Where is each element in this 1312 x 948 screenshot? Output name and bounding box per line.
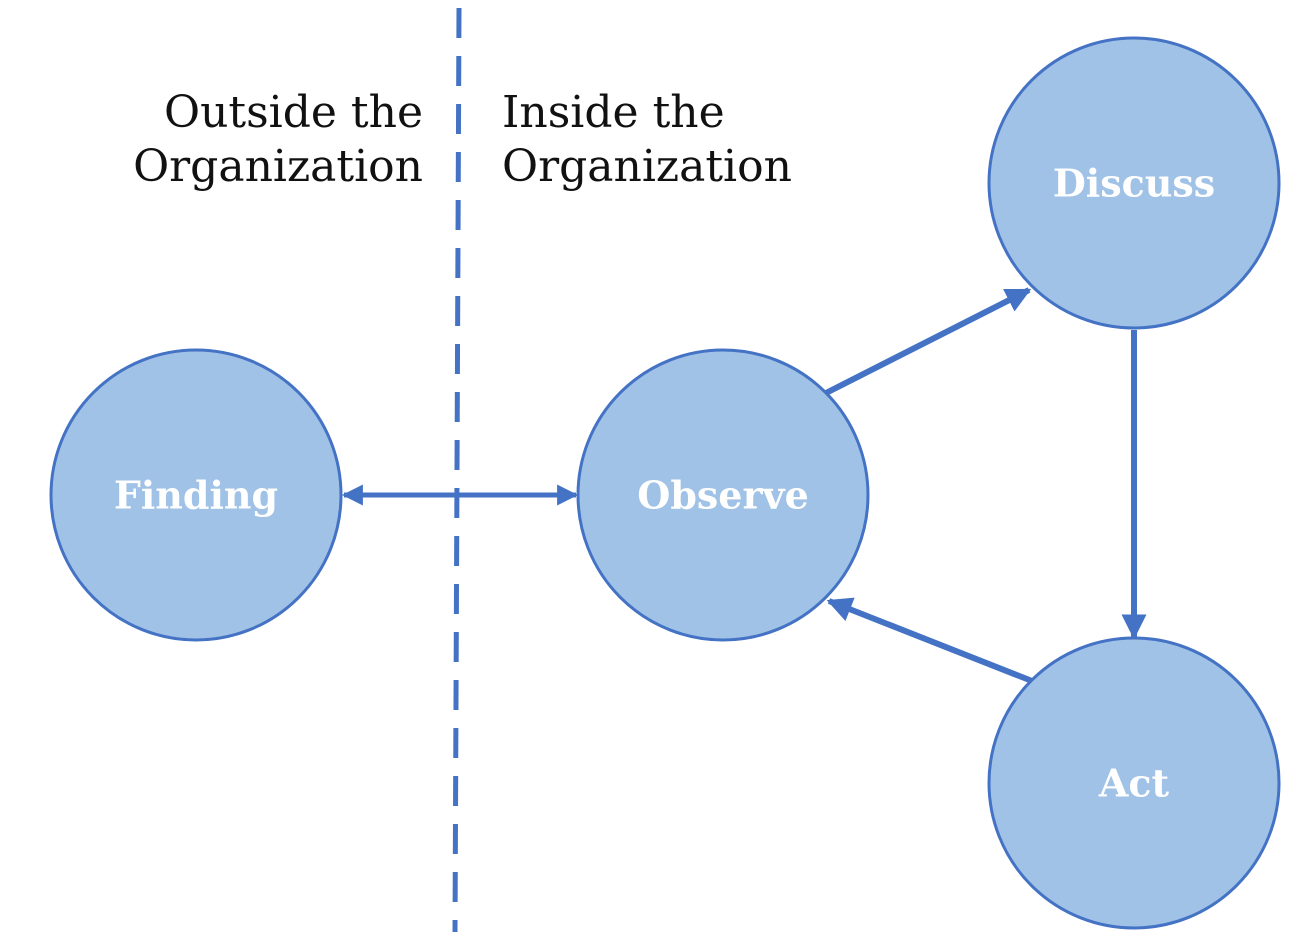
node-discuss: Discuss [987,36,1281,330]
node-finding: Finding [49,348,343,642]
outside-organization-label: Outside the Organization [133,86,423,194]
organization-boundary-divider [452,7,462,933]
node-finding-label: Finding [114,473,278,518]
edge-act-observe [826,597,1034,684]
node-observe: Observe [576,348,870,642]
inside-label-line1: Inside the [502,87,725,138]
node-act-label: Act [1098,761,1170,806]
inside-organization-label: Inside the Organization [502,86,792,194]
edge-observe-discuss [824,287,1032,396]
node-observe-label: Observe [637,473,809,518]
node-discuss-label: Discuss [1053,161,1215,206]
node-act: Act [987,636,1281,930]
inside-label-line2: Organization [502,141,792,192]
outside-label-line1: Outside the [164,87,423,138]
outside-label-line2: Organization [133,141,423,192]
